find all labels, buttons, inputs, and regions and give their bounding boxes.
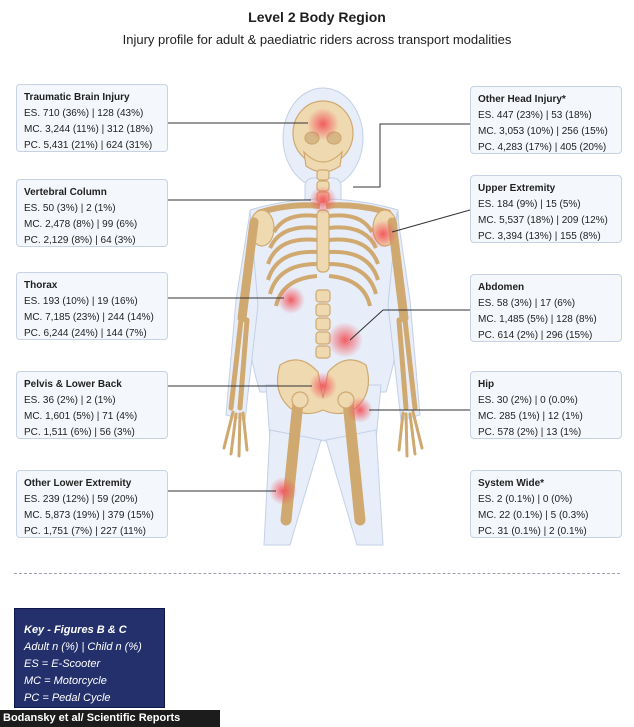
region-mc-line: MC. 1,485 (5%) | 128 (8%) bbox=[478, 314, 597, 325]
region-name: Pelvis & Lower Back bbox=[24, 379, 122, 390]
region-mc-line: MC. 3,244 (11%) | 312 (18%) bbox=[24, 124, 154, 135]
region-box-hip: Hip ES. 30 (2%) | 0 (0.0%) MC. 285 (1%) … bbox=[470, 371, 622, 439]
hotspot-upper-extremity bbox=[369, 220, 397, 248]
legend-key: Key - Figures B & C Adult n (%) | Child … bbox=[14, 608, 165, 708]
region-name: Upper Extremity bbox=[478, 183, 556, 194]
key-title: Key - Figures B & C bbox=[24, 624, 127, 636]
hotspot-hip bbox=[347, 397, 373, 423]
region-es-line: ES. 30 (2%) | 0 (0.0%) bbox=[478, 395, 578, 406]
region-es-line: ES. 447 (23%) | 53 (18%) bbox=[478, 110, 592, 121]
region-box-upper-extremity: Upper Extremity ES. 184 (9%) | 15 (5%) M… bbox=[470, 175, 622, 243]
region-mc-line: MC. 2,478 (8%) | 99 (6%) bbox=[24, 219, 138, 230]
region-es-line: ES. 58 (3%) | 17 (6%) bbox=[478, 298, 576, 309]
region-name: Vertebral Column bbox=[24, 187, 107, 198]
region-es-line: ES. 193 (10%) | 19 (16%) bbox=[24, 296, 138, 307]
region-es-line: ES. 184 (9%) | 15 (5%) bbox=[478, 199, 581, 210]
hotspot-lower-extremity bbox=[269, 477, 297, 505]
region-name: Hip bbox=[478, 379, 495, 390]
injury-hotspots bbox=[269, 108, 397, 505]
key-line-es: ES = E-Scooter bbox=[24, 658, 101, 670]
region-box-vertebral-column: Vertebral Column ES. 50 (3%) | 2 (1%) MC… bbox=[16, 179, 168, 247]
connector-lines bbox=[168, 122, 471, 492]
region-pc-line: PC. 1,511 (6%) | 56 (3%) bbox=[24, 427, 135, 438]
region-es-line: ES. 2 (0.1%) | 0 (0%) bbox=[478, 494, 573, 505]
hotspot-pelvis bbox=[309, 372, 337, 400]
region-name: Abdomen bbox=[478, 282, 525, 293]
region-mc-line: MC. 3,053 (10%) | 256 (15%) bbox=[478, 126, 608, 137]
region-mc-line: MC. 285 (1%) | 12 (1%) bbox=[478, 411, 583, 422]
region-pc-line: PC. 578 (2%) | 13 (1%) bbox=[478, 427, 582, 438]
hotspot-vertebral-column bbox=[309, 186, 337, 214]
region-name: Traumatic Brain Injury bbox=[24, 92, 130, 103]
region-box-system-wide: System Wide* ES. 2 (0.1%) | 0 (0%) MC. 2… bbox=[470, 470, 622, 538]
region-name: Other Head Injury* bbox=[478, 94, 566, 105]
region-mc-line: MC. 5,537 (18%) | 209 (12%) bbox=[478, 215, 608, 226]
region-pc-line: PC. 614 (2%) | 296 (15%) bbox=[478, 330, 593, 341]
figure-title: Level 2 Body Region bbox=[248, 9, 386, 25]
image-credit: Bodansky et al/ Scientific Reports bbox=[0, 710, 220, 727]
hotspot-traumatic-brain bbox=[307, 108, 339, 140]
figure-subtitle: Injury profile for adult & paediatric ri… bbox=[122, 32, 512, 47]
hotspot-thorax bbox=[277, 286, 305, 314]
connector-abdomen-tail bbox=[349, 309, 384, 341]
region-pc-line: PC. 2,129 (8%) | 64 (3%) bbox=[24, 235, 136, 246]
region-mc-line: MC. 1,601 (5%) | 71 (4%) bbox=[24, 411, 138, 422]
region-es-line: ES. 50 (3%) | 2 (1%) bbox=[24, 203, 116, 214]
region-name: System Wide* bbox=[478, 478, 545, 489]
region-box-abdomen: Abdomen ES. 58 (3%) | 17 (6%) MC. 1,485 … bbox=[470, 274, 622, 342]
region-pc-line: PC. 3,394 (13%) | 155 (8%) bbox=[478, 231, 601, 242]
region-box-other-lower-extremity: Other Lower Extremity ES. 239 (12%) | 59… bbox=[16, 470, 168, 538]
region-name: Thorax bbox=[24, 280, 58, 291]
region-mc-line: MC. 22 (0.1%) | 5 (0.3%) bbox=[478, 510, 589, 521]
key-line-mc: MC = Motorcycle bbox=[24, 675, 107, 687]
region-box-pelvis-lower-back: Pelvis & Lower Back ES. 36 (2%) | 2 (1%)… bbox=[16, 371, 168, 439]
key-line-pc: PC = Pedal Cycle bbox=[24, 692, 111, 704]
region-name: Other Lower Extremity bbox=[24, 478, 132, 489]
region-pc-line: PC. 1,751 (7%) | 227 (11%) bbox=[24, 526, 146, 537]
region-box-thorax: Thorax ES. 193 (10%) | 19 (16%) MC. 7,18… bbox=[16, 272, 168, 340]
region-pc-line: PC. 31 (0.1%) | 2 (0.1%) bbox=[478, 526, 587, 537]
connector-other-head bbox=[353, 123, 470, 188]
region-pc-line: PC. 6,244 (24%) | 144 (7%) bbox=[24, 328, 147, 339]
dashed-divider bbox=[14, 573, 620, 574]
region-mc-line: MC. 7,185 (23%) | 244 (14%) bbox=[24, 312, 154, 323]
region-box-traumatic-brain-injury: Traumatic Brain Injury ES. 710 (36%) | 1… bbox=[16, 84, 168, 152]
region-es-line: ES. 710 (36%) | 128 (43%) bbox=[24, 108, 144, 119]
region-pc-line: PC. 5,431 (21%) | 624 (31%) bbox=[24, 140, 153, 151]
region-pc-line: PC. 4,283 (17%) | 405 (20%) bbox=[478, 142, 607, 153]
key-line-adult-child: Adult n (%) | Child n (%) bbox=[24, 641, 142, 653]
connector-upper-extremity bbox=[391, 209, 471, 233]
region-mc-line: MC. 5,873 (19%) | 379 (15%) bbox=[24, 510, 154, 521]
region-es-line: ES. 239 (12%) | 59 (20%) bbox=[24, 494, 138, 505]
region-box-other-head-injury: Other Head Injury* ES. 447 (23%) | 53 (1… bbox=[470, 86, 622, 154]
hotspot-abdomen bbox=[327, 322, 363, 358]
region-es-line: ES. 36 (2%) | 2 (1%) bbox=[24, 395, 116, 406]
